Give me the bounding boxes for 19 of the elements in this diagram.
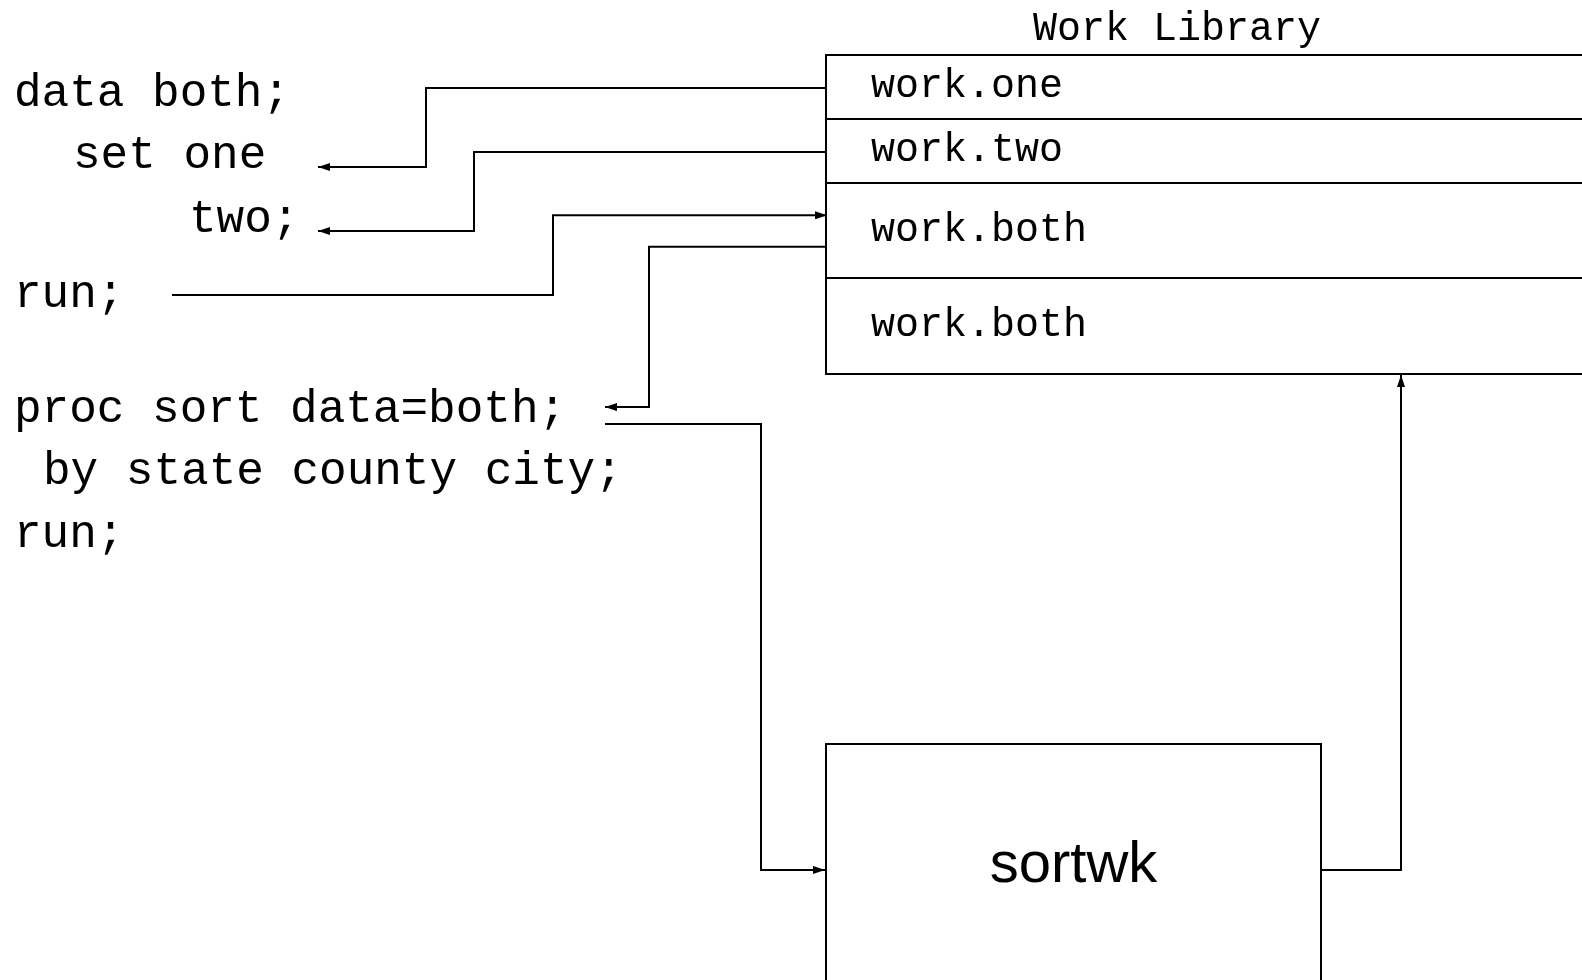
process-box: sortwk [825, 743, 1322, 980]
arrow [1321, 374, 1405, 871]
code-line: run; [14, 271, 172, 319]
code-line: data both; [14, 70, 304, 118]
library-entry: work.both [827, 279, 1582, 375]
arrow [317, 151, 828, 236]
arrow [604, 245, 828, 412]
arrow [604, 422, 826, 874]
code-line: set one [73, 132, 318, 180]
library-entry: work.two [827, 120, 1582, 184]
code-line: proc sort data=both; [14, 386, 605, 434]
code-line: by state county city; [43, 448, 623, 496]
library-heading: Work Library [1033, 6, 1323, 54]
library-entry: work.both [827, 184, 1582, 279]
code-line: two; [189, 196, 318, 244]
arrow [317, 87, 828, 172]
arrow [171, 211, 828, 296]
code-line: run; [14, 511, 125, 559]
library-entry: work.one [827, 56, 1582, 120]
